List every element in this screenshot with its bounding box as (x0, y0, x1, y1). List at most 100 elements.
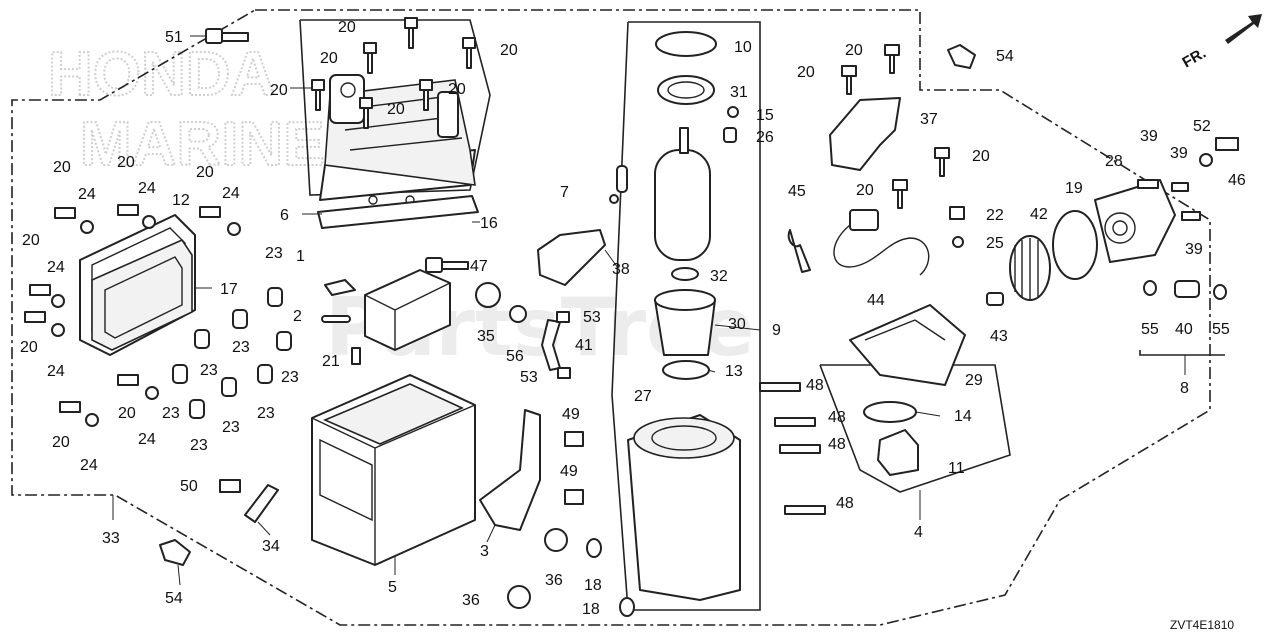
screen-7[interactable] (609, 165, 628, 204)
o-ring-18-group[interactable] (586, 538, 635, 617)
bolt-22[interactable] (949, 206, 965, 220)
seal-32[interactable] (671, 267, 699, 281)
housing-27[interactable] (627, 414, 741, 601)
callout-23: 23 (281, 369, 299, 386)
watermark-brand-line2: MARINE (80, 110, 325, 179)
leader-lines (112, 35, 1186, 586)
callout-7: 7 (560, 184, 569, 201)
callout-23: 23 (162, 405, 180, 422)
callout-20: 20 (118, 405, 136, 422)
spring-43[interactable] (986, 292, 1004, 306)
side-cover-17[interactable] (91, 238, 193, 351)
o-ring-14[interactable] (863, 401, 917, 423)
cover-28[interactable] (1094, 179, 1176, 263)
gasket-16[interactable] (317, 195, 479, 229)
grommet-23-group[interactable] (172, 287, 292, 419)
bolt-46[interactable] (1215, 137, 1239, 151)
clip-53a[interactable] (556, 311, 570, 323)
fitting-40[interactable] (1174, 280, 1200, 298)
callout-6: 6 (280, 207, 289, 224)
bracket-3[interactable] (479, 409, 541, 531)
bolt-49-group[interactable] (564, 431, 584, 505)
washer-55b[interactable] (1213, 284, 1227, 300)
callout-11: 11 (948, 460, 965, 477)
callout-53: 53 (583, 309, 601, 326)
bracket-11[interactable] (877, 429, 919, 476)
screw-21[interactable] (351, 347, 361, 365)
callout-33: 33 (102, 530, 120, 547)
bolt-51[interactable] (205, 28, 249, 44)
bolt-20-right-group[interactable] (841, 44, 950, 209)
callout-38: 38 (612, 261, 630, 278)
callout-24: 24 (78, 186, 96, 203)
callout-42: 42 (1030, 206, 1048, 223)
bolt-20-left-group[interactable] (24, 204, 221, 413)
callout-14: 14 (954, 408, 972, 425)
washer-25[interactable] (952, 236, 964, 248)
callout-5: 5 (388, 579, 397, 596)
callout-27: 27 (634, 388, 652, 405)
tank-5[interactable] (311, 374, 476, 566)
washer-55a[interactable] (1143, 280, 1157, 296)
callout-24: 24 (80, 457, 98, 474)
pump-body-26[interactable] (654, 127, 711, 261)
damper-35[interactable] (475, 282, 501, 308)
callout-55: 55 (1141, 321, 1159, 338)
screw-39-group[interactable] (1137, 179, 1201, 221)
callout-2: 2 (293, 308, 302, 325)
regulator-29[interactable] (849, 304, 966, 386)
callout-48: 48 (828, 409, 846, 426)
clip-53b[interactable] (557, 367, 571, 379)
callout-4: 4 (914, 524, 923, 541)
reference-code: ZVT4E1810 (1170, 618, 1234, 632)
callout-9: 9 (772, 322, 781, 339)
connector-44[interactable] (849, 209, 879, 231)
callout-48: 48 (806, 377, 824, 394)
callout-23: 23 (200, 362, 218, 379)
gasket-10[interactable] (655, 31, 717, 57)
callout-21: 21 (322, 353, 340, 370)
pin-2[interactable] (321, 315, 351, 323)
harness-44[interactable] (833, 224, 930, 276)
seal-26[interactable] (723, 127, 737, 143)
o-ring-19[interactable] (1052, 210, 1098, 280)
callout-20: 20 (20, 339, 38, 356)
callout-20: 20 (448, 81, 466, 98)
washer-15[interactable] (727, 106, 739, 118)
ring-31[interactable] (657, 75, 715, 105)
callout-23: 23 (190, 437, 208, 454)
callout-10: 10 (734, 39, 752, 56)
bracket-38[interactable] (537, 229, 606, 286)
clip-1[interactable] (324, 279, 356, 296)
filter-30[interactable] (654, 289, 716, 356)
bolt-50[interactable] (219, 479, 241, 493)
bolt-48-group[interactable] (759, 382, 826, 515)
clip-54a[interactable] (947, 44, 976, 69)
callout-53: 53 (520, 369, 538, 386)
callout-20: 20 (117, 154, 135, 171)
callout-24: 24 (138, 180, 156, 197)
bracket-34[interactable] (244, 484, 279, 523)
callout-23: 23 (257, 405, 275, 422)
assembly-9-frame (611, 21, 761, 611)
clip-45[interactable] (787, 229, 811, 273)
assembly-4-frame (819, 364, 1011, 493)
washer-52[interactable] (1199, 153, 1213, 167)
callout-52: 52 (1193, 118, 1211, 135)
damper-36-group[interactable] (507, 528, 568, 609)
washer-24-group[interactable] (51, 215, 241, 427)
bolt-20-group[interactable] (311, 17, 476, 129)
bolt-47[interactable] (425, 257, 469, 273)
callout-3: 3 (480, 543, 489, 560)
callout-24: 24 (47, 259, 65, 276)
callout-20: 20 (845, 42, 863, 59)
callout-32: 32 (710, 268, 728, 285)
bracket-37[interactable] (829, 97, 901, 171)
clip-54b[interactable] (159, 539, 191, 566)
o-ring-13[interactable] (662, 360, 710, 380)
grommet-56[interactable] (509, 305, 527, 323)
module-unit[interactable] (364, 269, 451, 351)
filter-42[interactable] (1009, 235, 1051, 301)
cover-group-frame (299, 19, 491, 196)
callout-26: 26 (756, 129, 774, 146)
